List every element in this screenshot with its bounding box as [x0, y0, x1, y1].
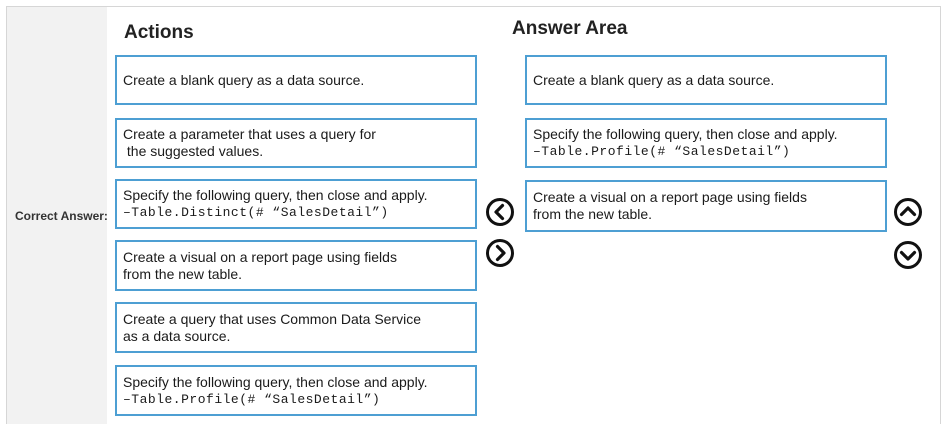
- move-left-button[interactable]: [485, 197, 515, 227]
- label-column: [7, 7, 107, 424]
- move-down-button[interactable]: [893, 240, 923, 270]
- action-code: –Table.Distinct(# “SalesDetail”): [123, 205, 389, 220]
- answer-item[interactable]: Create a blank query as a data source.: [525, 55, 887, 105]
- chevron-right-circle-icon: [486, 239, 514, 267]
- answer-item[interactable]: Create a visual on a report page using f…: [525, 180, 887, 232]
- answer-text: Specify the following query, then close …: [533, 126, 838, 142]
- action-text: as a data source.: [123, 327, 231, 344]
- chevron-down-circle-icon: [894, 241, 922, 269]
- action-text: Create a visual on a report page using f…: [123, 248, 397, 265]
- action-item[interactable]: Specify the following query, then close …: [115, 179, 477, 229]
- correct-answer-label: Correct Answer:: [15, 209, 108, 223]
- answer-item[interactable]: Specify the following query, then close …: [525, 118, 887, 168]
- action-item[interactable]: Create a blank query as a data source.: [115, 55, 477, 105]
- move-right-button[interactable]: [485, 238, 515, 268]
- action-text: Create a parameter that uses a query for: [123, 126, 376, 142]
- action-text: Create a query that uses Common Data Ser…: [123, 310, 422, 327]
- action-item[interactable]: Create a query that uses Common Data Ser…: [115, 302, 477, 353]
- action-text: Specify the following query, then close …: [123, 373, 428, 390]
- action-text: the suggested values.: [123, 143, 264, 159]
- action-item[interactable]: Create a parameter that uses a query for…: [115, 118, 477, 168]
- action-text: Specify the following query, then close …: [123, 187, 428, 203]
- action-text: Create a blank query as a data source.: [123, 71, 365, 88]
- move-up-button[interactable]: [893, 197, 923, 227]
- question-frame: [6, 6, 941, 424]
- answer-text: from the new table.: [533, 206, 653, 222]
- actions-heading: Actions: [124, 22, 194, 43]
- action-text: from the new table.: [123, 265, 243, 282]
- answer-text: Create a visual on a report page using f…: [533, 189, 807, 205]
- answer-code: –Table.Profile(# “SalesDetail”): [533, 144, 791, 159]
- action-item[interactable]: Create a visual on a report page using f…: [115, 240, 477, 291]
- answer-text: Create a blank query as a data source.: [533, 71, 775, 88]
- chevron-up-circle-icon: [894, 198, 922, 226]
- chevron-left-circle-icon: [486, 198, 514, 226]
- answer-area-heading: Answer Area: [512, 18, 628, 39]
- action-item[interactable]: Specify the following query, then close …: [115, 365, 477, 416]
- action-code: –Table.Profile(# “SalesDetail”): [123, 391, 381, 407]
